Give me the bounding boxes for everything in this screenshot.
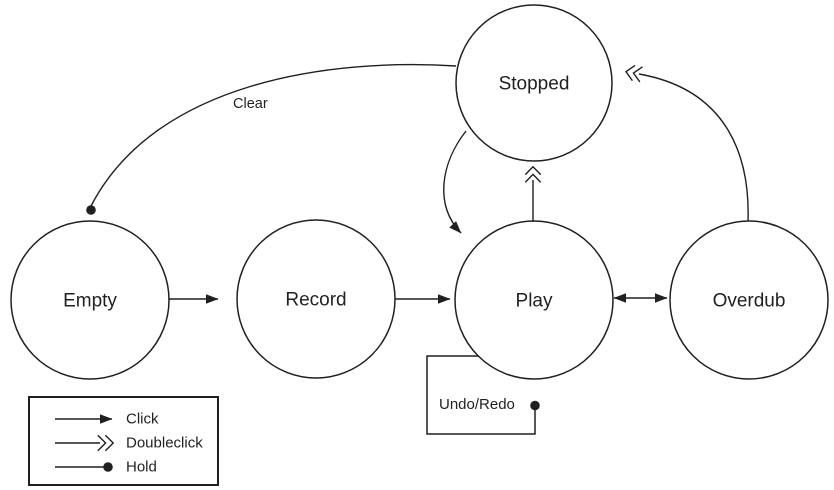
hold-dot-icon xyxy=(103,462,113,472)
state-circle-empty xyxy=(10,220,170,380)
state-circle-record xyxy=(236,219,396,379)
state-node-empty: Empty xyxy=(10,220,170,380)
state-circle-overdub xyxy=(669,220,829,380)
hold-dot-clear-icon xyxy=(86,205,96,215)
edge-play-undo-redo-loop xyxy=(426,355,536,435)
state-label-empty: Empty xyxy=(63,291,117,312)
state-label-stopped: Stopped xyxy=(499,74,570,95)
state-node-play: Play xyxy=(454,220,614,380)
legend-row-doubleclick: Doubleclick xyxy=(55,435,203,452)
legend: Click Doubleclick Hold xyxy=(28,396,219,486)
hold-dot-undo-redo-icon xyxy=(530,400,540,411)
legend-label-click: Click xyxy=(126,411,159,428)
edges xyxy=(86,63,749,435)
state-node-record: Record xyxy=(236,219,396,379)
state-circle-stopped xyxy=(455,4,613,162)
state-label-play: Play xyxy=(516,291,553,312)
edge-stopped-to-play xyxy=(443,130,467,234)
state-label-record: Record xyxy=(285,290,346,311)
legend-label-hold: Hold xyxy=(126,459,157,476)
state-circle-play xyxy=(454,220,614,380)
edge-label-undo-redo: Undo/Redo xyxy=(439,396,515,413)
state-label-overdub: Overdub xyxy=(713,291,786,312)
state-node-stopped: Stopped xyxy=(455,4,613,162)
edge-overdub-to-stopped xyxy=(625,64,749,222)
legend-row-click: Click xyxy=(55,411,159,428)
legend-box xyxy=(28,396,219,486)
legend-label-doubleclick: Doubleclick xyxy=(126,435,203,452)
edge-stopped-to-empty-clear xyxy=(90,63,457,207)
edge-label-clear: Clear xyxy=(233,96,268,112)
state-node-overdub: Overdub xyxy=(669,220,829,380)
legend-row-hold: Hold xyxy=(55,459,157,476)
